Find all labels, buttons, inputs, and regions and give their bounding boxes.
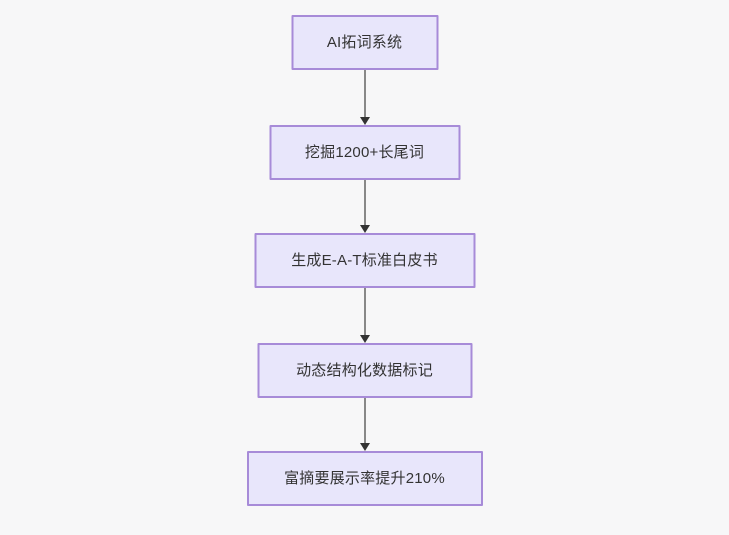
edge-line [363, 70, 366, 117]
flow-edge-n4-n5 [359, 398, 371, 451]
flow-node-label: AI拓词系统 [326, 34, 403, 51]
flow-node-label: 挖掘1200+长尾词 [304, 144, 425, 161]
flow-node-rich-snippet-impression-uplift[interactable]: 富摘要展示率提升210% [246, 451, 483, 506]
edge-line [363, 180, 366, 225]
flow-node-label: 生成E-A-T标准白皮书 [291, 252, 438, 269]
flow-edge-n1-n2 [359, 70, 371, 125]
edge-line [363, 398, 366, 443]
arrowhead-down-icon [359, 443, 370, 451]
flow-edge-n3-n4 [359, 288, 371, 343]
arrowhead-down-icon [359, 117, 370, 125]
arrowhead-down-icon [359, 335, 370, 343]
flow-node-ai-keyword-system[interactable]: AI拓词系统 [291, 15, 438, 70]
flow-node-label: 动态结构化数据标记 [296, 362, 433, 379]
flow-node-generate-eat-whitepaper[interactable]: 生成E-A-T标准白皮书 [254, 233, 475, 288]
flow-node-mine-longtail-keywords[interactable]: 挖掘1200+长尾词 [269, 125, 460, 180]
flow-edge-n2-n3 [359, 180, 371, 233]
edge-line [363, 288, 366, 335]
flow-node-dynamic-structured-data-markup[interactable]: 动态结构化数据标记 [257, 343, 472, 398]
arrowhead-down-icon [359, 225, 370, 233]
flow-node-label: 富摘要展示率提升210% [284, 470, 445, 487]
